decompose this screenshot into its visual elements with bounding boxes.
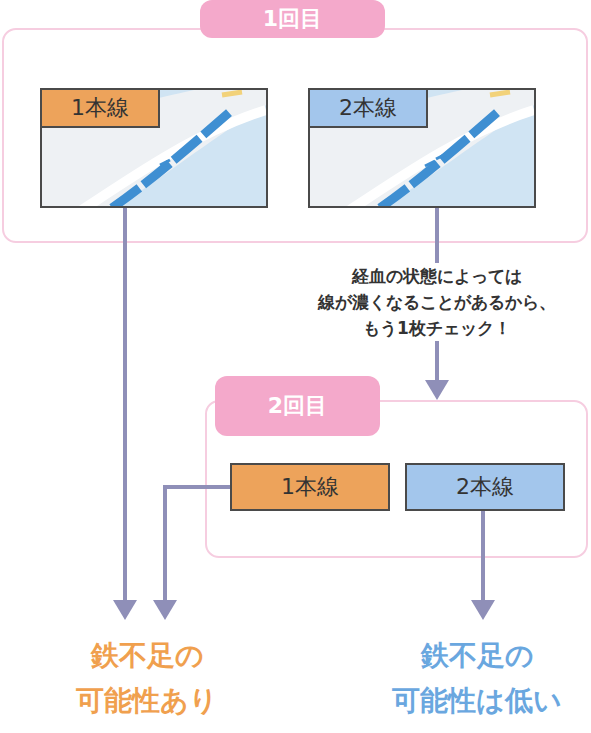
result-text-box: 鉄不足の 可能性あり [47, 620, 247, 730]
pad-tip [222, 92, 242, 95]
process-box: 2本線 [405, 463, 565, 511]
flow-arrow [113, 208, 137, 620]
process-box: 1本線 [230, 463, 390, 511]
arrow-head [153, 600, 177, 620]
result-text-box: 鉄不足の 可能性は低い [377, 620, 577, 730]
arrow-line [165, 487, 230, 600]
flow-arrow [153, 487, 230, 620]
box-label: 2本線 [456, 472, 514, 502]
result-text: 鉄不足の 可能性あり [47, 634, 247, 724]
test-line [425, 161, 435, 166]
arrow-note: 経血の状態によっては 線が濃くなることがあるから、 もう1枚チェック！ [302, 263, 572, 341]
arrow-line [123, 208, 127, 600]
round-tab: 2回目 [215, 376, 380, 436]
pad-surface [42, 90, 266, 206]
round-group: 2回目1本線2本線 [205, 400, 588, 558]
pad-surface [310, 90, 534, 206]
arrow-head [113, 600, 137, 620]
round-tab: 1回目 [200, 0, 385, 38]
flow-arrow [471, 511, 495, 620]
test-line [436, 154, 446, 159]
arrow-head [471, 600, 495, 620]
line-count-tag: 1本線 [42, 90, 160, 128]
result-text: 鉄不足の 可能性は低い [377, 634, 577, 724]
test-line [160, 160, 170, 165]
line-count-tag: 2本線 [310, 90, 428, 128]
arrow-line [481, 511, 485, 600]
box-label: 1本線 [281, 472, 339, 502]
arrow-head [425, 380, 449, 400]
pad-tip [490, 92, 510, 95]
